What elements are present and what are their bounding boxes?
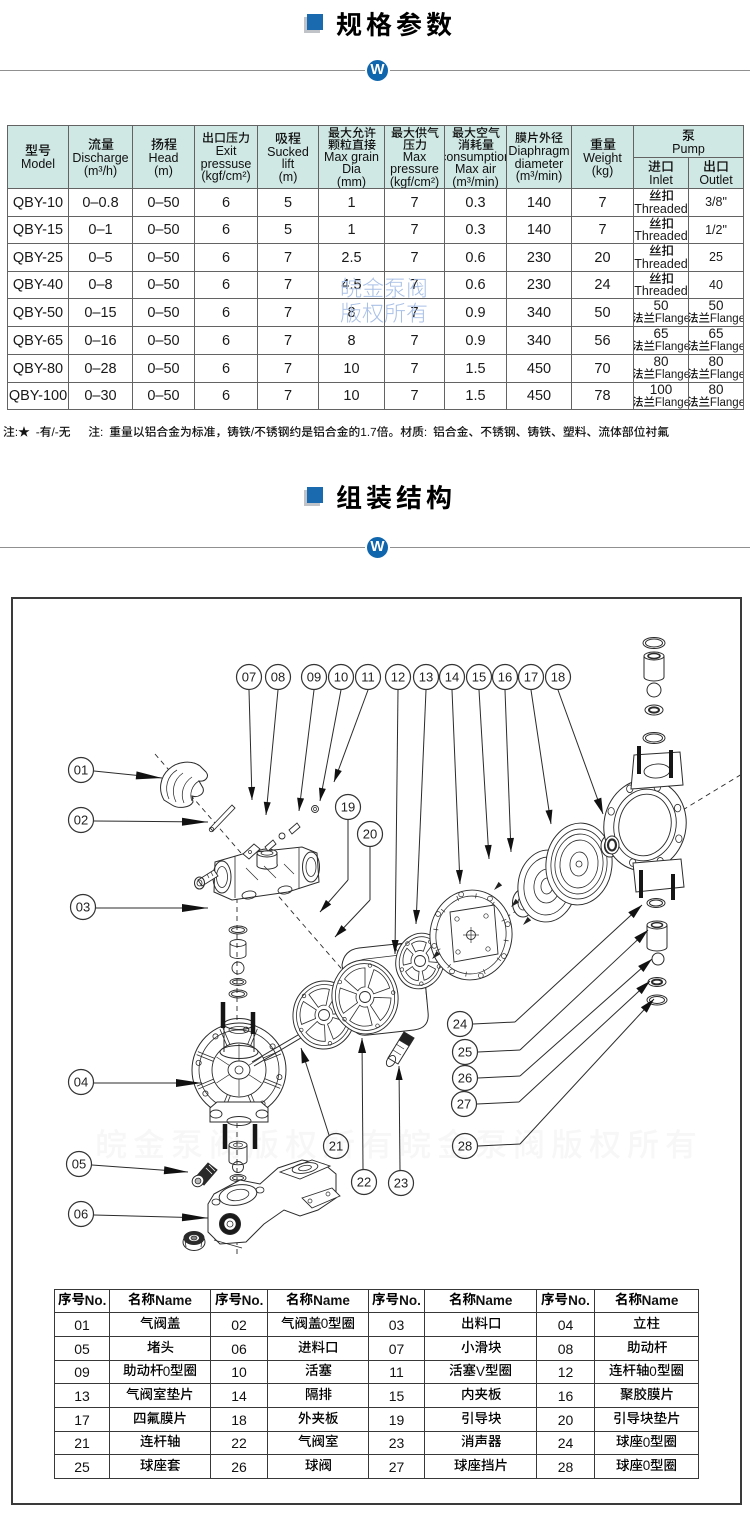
svg-text:16: 16 [498,670,512,685]
svg-text:24: 24 [453,1017,467,1032]
svg-text:17: 17 [524,670,538,685]
svg-text:07: 07 [242,670,256,685]
svg-text:23: 23 [394,1176,408,1191]
svg-text:22: 22 [357,1175,371,1190]
svg-text:08: 08 [271,670,285,685]
svg-text:04: 04 [74,1075,88,1090]
svg-text:12: 12 [391,670,405,685]
svg-text:18: 18 [551,670,565,685]
svg-text:05: 05 [72,1157,86,1172]
svg-text:13: 13 [419,670,433,685]
svg-text:15: 15 [472,670,486,685]
svg-text:10: 10 [334,670,348,685]
svg-text:11: 11 [361,670,375,685]
svg-text:25: 25 [458,1045,472,1060]
svg-text:19: 19 [341,800,355,815]
svg-text:21: 21 [329,1139,343,1154]
svg-text:02: 02 [74,813,88,828]
svg-text:14: 14 [445,670,459,685]
svg-text:03: 03 [76,900,90,915]
svg-text:28: 28 [458,1139,472,1154]
svg-text:26: 26 [458,1071,472,1086]
svg-text:06: 06 [74,1207,88,1222]
svg-text:09: 09 [307,670,321,685]
svg-text:27: 27 [457,1097,471,1112]
svg-text:01: 01 [74,763,88,778]
svg-text:20: 20 [363,827,377,842]
